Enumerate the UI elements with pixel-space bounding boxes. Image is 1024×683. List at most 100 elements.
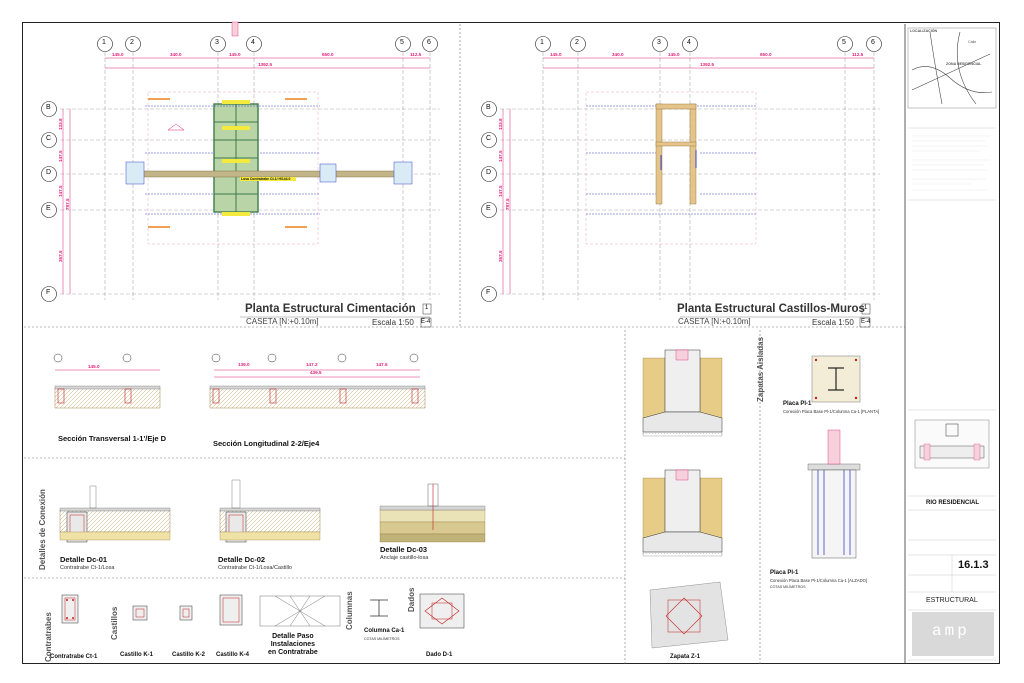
plan-scale: Escala 1:50 xyxy=(372,318,414,327)
discipline: ESTRUCTURAL xyxy=(926,597,978,604)
detail-title: Detalle Dc-01 xyxy=(60,555,108,564)
detail-title: Detalle Dc-03 xyxy=(380,545,428,554)
axis-label: C xyxy=(46,135,52,142)
detail-subtitle: Anclaje castillo-losa xyxy=(380,555,429,561)
placa-subtitle: Conexión Placa Base Pl-1/Columna Ca-1 [A… xyxy=(770,578,868,583)
dimension-text: 650.0 xyxy=(322,52,334,57)
element-title: Dado D-1 xyxy=(426,652,453,658)
element-title: Detalle Paso Instalaciones en Contratrab… xyxy=(268,633,318,656)
dimension-text: 112.5 xyxy=(852,52,864,57)
element-title: Castillo K-1 xyxy=(120,652,154,658)
dimension-text: 147.2 xyxy=(306,362,318,367)
location-label: LOCALIZACIÓN xyxy=(910,29,938,33)
axis-label: D xyxy=(46,169,52,176)
plan-number: 1 xyxy=(864,305,868,311)
placa-note: COTAS MILÍMETROS xyxy=(770,585,806,589)
map-label: Calle xyxy=(968,40,977,44)
beam-label: Losa Contratrabe Ct-1/ H/144.0 xyxy=(241,177,291,181)
axis-label: F xyxy=(486,289,491,296)
sheet-ref: E-4 xyxy=(421,319,431,325)
dimension-text: 145.0 xyxy=(229,52,241,57)
dimension-text: 133.8 xyxy=(498,118,503,131)
section-title: Sección Longitudinal 2-2/Eje4 xyxy=(213,439,320,448)
plan-title-foundation: Planta Estructural Cimentación xyxy=(245,303,416,315)
axis-label: D xyxy=(486,169,492,176)
axis-label: 2 xyxy=(130,39,134,46)
zapata-title: Zapata Z-1 xyxy=(670,654,701,660)
dimension-text: 139.0 xyxy=(238,362,250,367)
axis-label: 2 xyxy=(575,39,579,46)
detail-subtitle: Contratrabe Ct-1/Losa/Castillo xyxy=(218,565,292,571)
axis-label: 6 xyxy=(871,39,875,46)
dimension-text: 145.0 xyxy=(550,52,562,57)
details-heading: Detalles de Conexión xyxy=(38,489,47,570)
dimension-text: 133.8 xyxy=(58,118,63,131)
axis-label: B xyxy=(486,104,491,111)
dimension-text: 340.0 xyxy=(612,52,624,57)
axis-label: 1 xyxy=(540,39,544,46)
sheet-ref: E-4 xyxy=(861,319,871,325)
connection-details xyxy=(59,479,486,543)
project-name: RIO RESIDENCIAL xyxy=(926,500,980,506)
plan-number: 1 xyxy=(425,305,429,311)
dimension-text: 112.5 xyxy=(410,52,422,57)
dimension-text: 147.5 xyxy=(58,185,63,198)
section-drawings xyxy=(53,353,426,409)
walls-plan xyxy=(481,36,882,328)
axis-label: 5 xyxy=(842,39,846,46)
dimension-text: 340.0 xyxy=(170,52,182,57)
element-subtitle: COTAS MILÍMETROS xyxy=(364,637,400,641)
title-block xyxy=(907,27,997,661)
axis-label: 3 xyxy=(657,39,661,46)
schedule-heading: Dados xyxy=(407,587,416,612)
zapatas-heading: Zapatas Aisladas xyxy=(756,336,765,402)
dimension-total: 787.5 xyxy=(505,198,510,211)
isolated-footings xyxy=(642,349,861,649)
section-title: Sección Transversal 1-1'/Eje D xyxy=(58,434,167,443)
dimension-text: 147.5 xyxy=(376,362,388,367)
dimension-text: 147.5 xyxy=(498,150,503,163)
detail-title: Detalle Dc-02 xyxy=(218,555,266,564)
dimension-text: 357.5 xyxy=(498,250,503,263)
axis-label: E xyxy=(46,205,51,212)
schedule-heading: Columnas xyxy=(345,591,354,630)
placa-title: Placa Pl-1 xyxy=(783,401,812,407)
axis-label: 4 xyxy=(687,39,691,46)
element-title: Columna Ca-1 xyxy=(364,628,405,634)
placa-subtitle: Conexión Placa Base Pl-1/Columna Ca-1 [P… xyxy=(783,409,880,414)
dimension-total: 1392.5 xyxy=(700,62,715,67)
element-title: Castillo K-4 xyxy=(216,652,250,658)
dimension-text: 147.5 xyxy=(498,185,503,198)
dimension-text: 145.0 xyxy=(112,52,124,57)
plan-scale: Escala 1:50 xyxy=(812,318,854,327)
firm-logo: amp xyxy=(932,622,970,640)
foundation-plan xyxy=(41,21,440,328)
axis-label: 4 xyxy=(251,39,255,46)
placa-title: Placa Pl-1 xyxy=(770,570,799,576)
detail-subtitle: Contratrabe Ct-1/Losa xyxy=(60,565,115,571)
axis-label: 3 xyxy=(215,39,219,46)
plan-subtitle: CASETA [N:+0.10m] xyxy=(678,317,751,326)
dimension-text: 650.0 xyxy=(760,52,772,57)
element-title: Contratrabe Ct-1 xyxy=(50,654,98,660)
axis-label: 1 xyxy=(102,39,106,46)
dimension-text: 145.0 xyxy=(88,364,100,369)
dimension-text: 357.5 xyxy=(58,250,63,263)
plan-subtitle: CASETA [N:+0.10m] xyxy=(246,317,319,326)
axis-label: C xyxy=(486,135,492,142)
axis-label: E xyxy=(486,205,491,212)
schedule-heading: Castillos xyxy=(110,606,119,640)
drawing-sheet xyxy=(22,22,1000,664)
axis-label: 6 xyxy=(427,39,431,46)
sheet-dividers xyxy=(24,24,905,664)
dimension-total: 787.5 xyxy=(65,198,70,211)
dimension-text: 147.5 xyxy=(58,150,63,163)
element-schedule xyxy=(61,593,465,629)
axis-label: F xyxy=(46,289,51,296)
plan-title-walls: Planta Estructural Castillos-Muros xyxy=(677,303,865,315)
dimension-total: 1392.5 xyxy=(258,62,273,67)
dimension-text: 145.0 xyxy=(668,52,680,57)
axis-label: B xyxy=(46,104,51,111)
dimension-total: 439.5 xyxy=(310,370,322,375)
